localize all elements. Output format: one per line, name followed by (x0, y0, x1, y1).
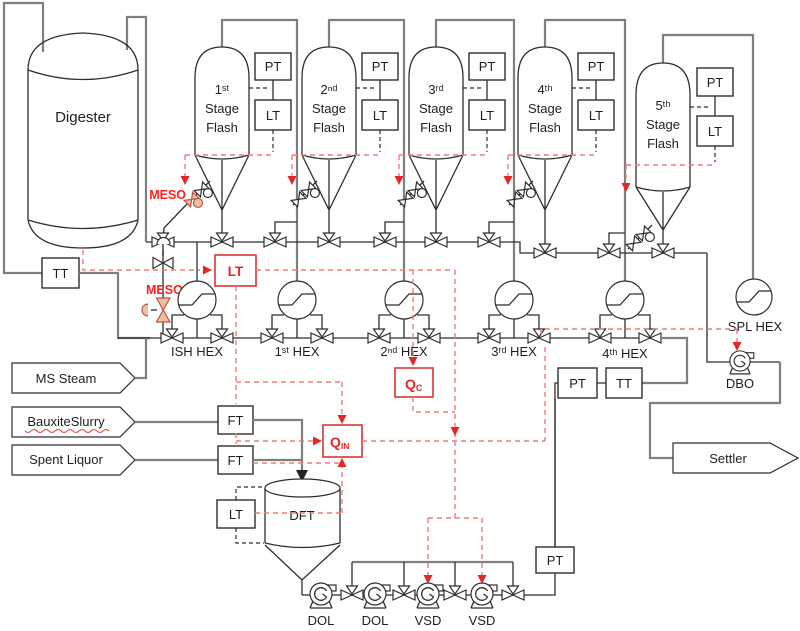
spl-hex-label: SPL HEX (728, 319, 783, 334)
meso-steam-label: MESO (146, 283, 183, 297)
pump3-label: VSD (415, 613, 442, 628)
stage1-lt: LT (266, 108, 280, 123)
feed-inputs: MS Steam BauxiteSlurry Spent Liquor FT F… (11, 338, 308, 482)
stage2-word2: Flash (313, 120, 345, 135)
spent-liquor-label: Spent Liquor (29, 452, 103, 467)
settler-label: Settler (709, 451, 747, 466)
flash-stage-1: PT LT 1ˢᵗ Stage Flash MESO (149, 46, 292, 243)
dft-tank: DFT LT (216, 478, 342, 595)
stage3-ordinal: 3ʳᵈ (428, 82, 443, 97)
stage3-word1: Stage (419, 101, 453, 116)
dft-lt-label: LT (229, 507, 243, 522)
settler-output: Settler (648, 362, 800, 474)
digester-tt-label: TT (53, 266, 69, 281)
thermal-duty-signals: QC QIN (235, 286, 742, 584)
stage4-word2: Flash (529, 120, 561, 135)
hex4-label: 4ᵗʰ HEX (602, 346, 648, 361)
vapor-riser-pipes (196, 18, 755, 281)
digester-label: Digester (55, 109, 111, 126)
ft-spent-label: FT (228, 453, 244, 468)
dft-feed-arrow (296, 470, 308, 482)
dbo-label: DBO (726, 376, 754, 391)
stage5-ordinal: 5ᵗʰ (655, 98, 670, 113)
stage2-lt: LT (373, 108, 387, 123)
stage1-word2: Flash (206, 120, 238, 135)
pt-discharge-label: PT (547, 553, 564, 568)
bauxite-slurry-label: BauxiteSlurry (27, 414, 105, 429)
stage4-ordinal: 4ᵗʰ (537, 82, 552, 97)
discharge-pump-train: DOL DOL VSD VSD PT (302, 398, 575, 628)
hex1-label: 1ˢᵗ HEX (275, 344, 320, 359)
hex3-label: 3ʳᵈ HEX (491, 344, 537, 359)
digester-vessel: Digester (2, 1, 148, 275)
pump4-label: VSD (469, 613, 496, 628)
stage4-lt: LT (589, 108, 603, 123)
stage2-word1: Stage (312, 101, 346, 116)
qin-label: QIN (330, 434, 349, 451)
pump1-label: DOL (308, 613, 335, 628)
stage1-pt: PT (265, 59, 282, 74)
flash-stage-4: PT LT 4ᵗʰ Stage Flash (503, 46, 615, 253)
stage4-word1: Stage (528, 101, 562, 116)
stage3-word2: Flash (420, 120, 452, 135)
dbo-pump: DBO (726, 350, 780, 391)
meso-flash-label: MESO (149, 188, 186, 202)
heat-exchanger-row: ISH HEX 1ˢᵗ HEX 2ⁿᵈ HEX 3ʳᵈ HEX 4ᵗʰ HEX … (118, 278, 783, 361)
stage2-pt: PT (372, 59, 389, 74)
hex-outlet-instruments: PT TT (554, 336, 689, 547)
flash-stage-2: PT LT 2ⁿᵈ Stage Flash (287, 46, 399, 242)
spellcheck-squiggle (24, 429, 110, 433)
stage5-lt: LT (708, 124, 722, 139)
stage4-pt: PT (588, 59, 605, 74)
hex2-label: 2ⁿᵈ HEX (380, 344, 428, 359)
level-transmitter-red-label: LT (228, 264, 244, 279)
digester-level-loop: LT (82, 250, 460, 518)
flash-stage-3: PT LT 3ʳᵈ Stage Flash (394, 46, 506, 242)
stage1-ordinal: 1ˢᵗ (215, 82, 230, 97)
flash-bottoms-line (146, 221, 730, 363)
pump2-label: DOL (362, 613, 389, 628)
ms-steam-label: MS Steam (36, 371, 97, 386)
stage5-pt: PT (707, 75, 724, 90)
tt-mid-label: TT (616, 376, 632, 391)
meso-red-valve (141, 297, 172, 323)
pt-mid-label: PT (569, 376, 586, 391)
qc-label: QC (405, 376, 423, 393)
meso-steam-branch: MESO (141, 236, 183, 338)
digester-tt-transmitter: TT (41, 257, 150, 340)
ish-hex-label: ISH HEX (171, 344, 223, 359)
ft-bauxite-label: FT (228, 413, 244, 428)
stage2-ordinal: 2ⁿᵈ (321, 82, 338, 97)
flash-stage-5: PT LT 5ᵗʰ Stage Flash (621, 62, 734, 258)
dft-label: DFT (289, 508, 314, 523)
stage3-lt: LT (480, 108, 494, 123)
stage1-word1: Stage (205, 101, 239, 116)
stage5-word2: Flash (647, 136, 679, 151)
stage3-pt: PT (479, 59, 496, 74)
stage5-word1: Stage (646, 117, 680, 132)
